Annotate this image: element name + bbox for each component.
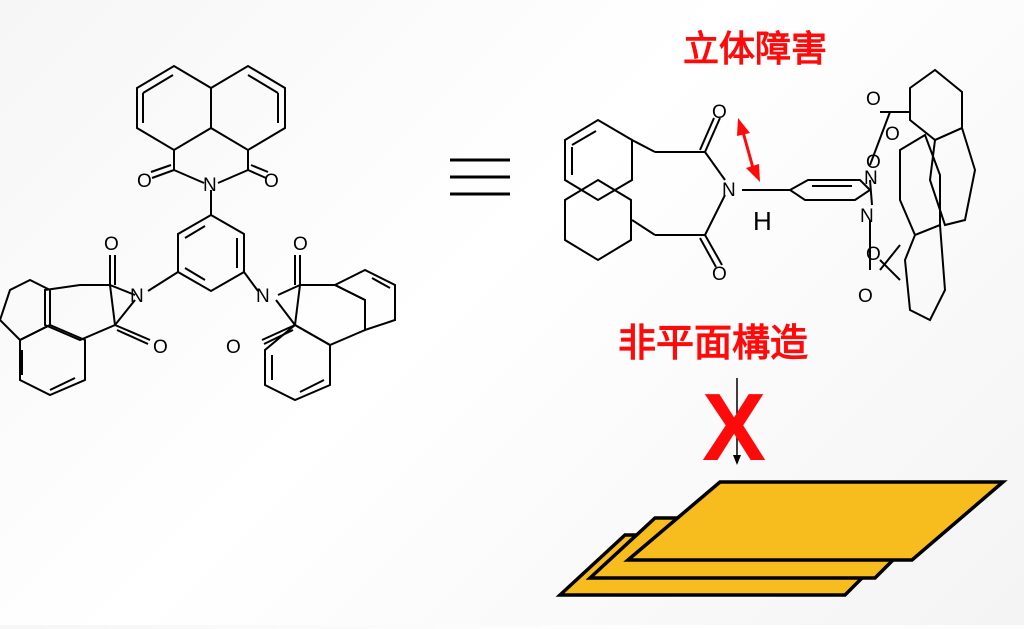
equivalence-symbol (450, 158, 510, 196)
steric-hindrance-label: 立体障害 (683, 29, 828, 70)
atom-h-central: H (753, 206, 772, 236)
atom-n-front: N (722, 180, 736, 201)
twisted-conformer-structure (564, 68, 977, 322)
atom-o-front-lower: O (712, 264, 727, 285)
sheet-top (623, 480, 1008, 562)
blocked-x-mark: X (702, 374, 766, 481)
atom-o-back-4: O (866, 244, 881, 265)
stacked-sheets (555, 480, 1008, 597)
atom-o-back-2: O (885, 124, 900, 145)
atom-o-right-lower: O (226, 337, 241, 358)
atom-o-back-3: O (866, 152, 881, 173)
atom-n-left: N (130, 286, 144, 307)
atom-o-front-upper: O (712, 102, 727, 123)
atom-n-back-1: N (864, 168, 878, 189)
atom-n-back-2: N (860, 206, 874, 227)
atom-n-right: N (256, 286, 270, 307)
atom-o-left-upper: O (104, 234, 119, 255)
stacking-arrow (733, 378, 741, 465)
atom-n-top: N (203, 175, 217, 196)
atom-o-back-1: O (866, 89, 881, 110)
atom-o-right-upper: O (293, 234, 308, 255)
steric-clash-arrow (737, 118, 760, 182)
atom-o-top-right: O (264, 171, 279, 192)
nonplanar-structure-label: 非平面構造 (618, 321, 809, 365)
atom-o-left-lower: O (153, 337, 168, 358)
tris-naphthalimide-structure (0, 64, 396, 402)
atom-o-top-left: O (137, 171, 152, 192)
atom-o-back-5: O (858, 286, 873, 307)
